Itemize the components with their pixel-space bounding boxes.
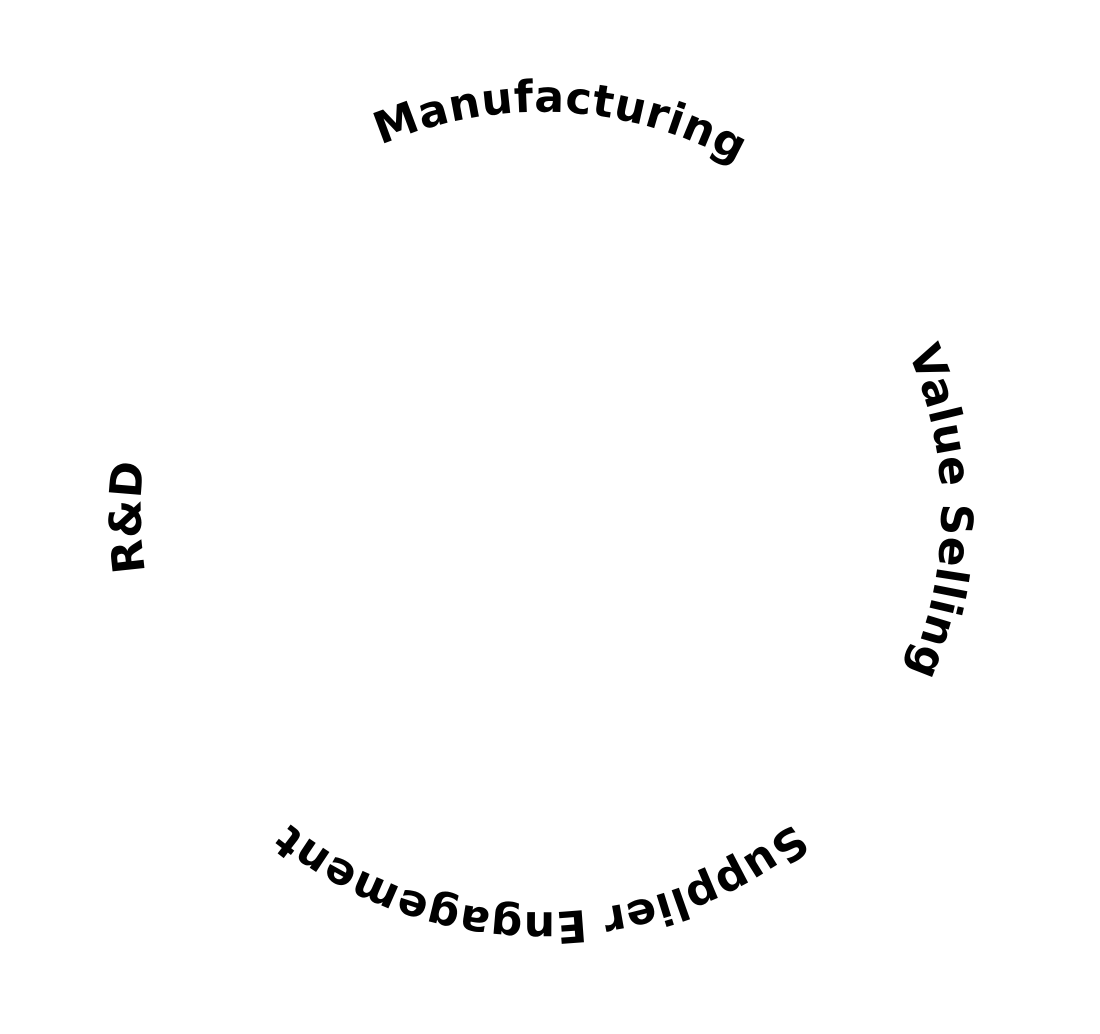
label-value-selling-text: Value Selling: [898, 337, 981, 686]
label-manufacturing: Manufacturing: [367, 72, 756, 173]
label-rnd-text: R&D: [101, 459, 156, 576]
label-supplier-engagement-text: Supplier Engagement: [265, 814, 817, 952]
label-rnd: R&D: [101, 459, 156, 576]
label-value-selling: Value Selling: [898, 337, 982, 686]
label-manufacturing-text: Manufacturing: [367, 72, 755, 173]
label-supplier-engagement: Supplier Engagement: [265, 814, 817, 952]
